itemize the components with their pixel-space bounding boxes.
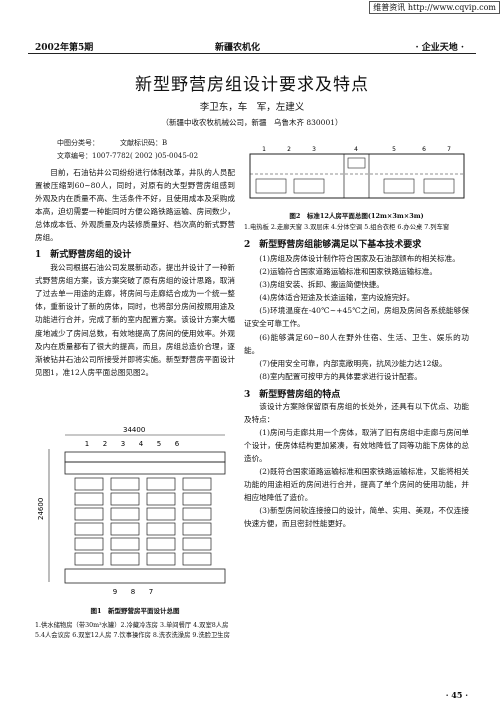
issue-label: 2002年第5期 (35, 43, 94, 53)
callout-number: 2 (103, 440, 107, 448)
article-number: 文章编号：1007-7782( 2002 )05-0045-02 (57, 152, 199, 160)
room-module (110, 507, 140, 521)
room-module (182, 552, 212, 566)
authors: 李卫东，车 军，左建义 (199, 102, 305, 113)
feature-item: (2)既符合国家道路运输标准和国家铁路运输标准，又能将相关功能的用途相近的房间进… (244, 466, 469, 503)
room-module (182, 477, 212, 491)
room-module (146, 507, 176, 521)
callout-number: 1 (262, 146, 266, 153)
figure-1: 34400 24600 1 2 3 4 5 6 9 8 7 图1 新型野营房平面设计总图 1.… (35, 424, 235, 662)
camp-layout-plan: 34400 24600 1 2 3 4 5 6 9 8 7 (37, 426, 226, 596)
source-watermark: 维普资讯 http://www.cqvip.com (369, 1, 500, 14)
callout-number: 5 (392, 146, 396, 153)
requirement-item: (7)使用安全可靠，内部宽敞明亮，抗风沙能力达12级。 (259, 358, 447, 368)
document-code: 文献标识码：B (120, 139, 168, 147)
room-module (146, 552, 176, 566)
figure-1-legend: 1.供水储物房（带30m³水罐）2.冷藏冷冻房 3.单间餐厅 4.双室8人房 5… (35, 622, 230, 639)
section-1-body: 我公司根据石油公司发展新动态，提出并设计了一种新式野营房组方案，该方案突破了原有… (35, 263, 235, 377)
section-3-heading: 3 新型野营房组的特点 (244, 389, 341, 400)
intro-paragraph: 目前，石油钻井公司纷纷进行体制改革，井队的人员配置被压缩到60~80人，同时，对… (35, 168, 235, 243)
callout-number: 8 (131, 588, 135, 596)
room-module (74, 492, 104, 506)
room-module (182, 522, 212, 536)
room-module (110, 477, 140, 491)
room-module (110, 552, 140, 566)
room-plan-12-person: 1 2 3 4 5 6 7 (249, 146, 465, 199)
section-3-intro: 该设计方案除保留原有房组的长处外，还具有以下优点、功能及特点： (244, 401, 469, 424)
room-module (110, 537, 140, 551)
room-module (74, 507, 104, 521)
requirement-item: (2)运输符合国家道路运输标准和国家铁路运输标准。 (259, 267, 438, 277)
callout-number: 7 (149, 588, 153, 596)
article-title: 新型野营房组设计要求及特点 (135, 75, 369, 95)
room-module (74, 522, 104, 536)
page-number: · 45 · (445, 690, 468, 700)
room-module (110, 492, 140, 506)
left-column: 目前，石油钻井公司纷纷进行体制改革，井队的人员配置被压缩到60~80人，同时，对… (35, 166, 235, 379)
room-module (74, 477, 104, 491)
requirement-item: (5)环境温度在-40℃~+45℃之间，房组及房间各系统能够保证安全可靠工作。 (244, 306, 469, 329)
header-rule (28, 53, 476, 54)
requirement-item: (1)房组及房体设计制作符合国家及石油部颁布的相关标准。 (259, 254, 460, 264)
callout-number: 9 (113, 588, 117, 596)
room-module (182, 537, 212, 551)
figure-2-legend: 1.电热板 2.走廊天窗 3.双层床 4.分体空调 5.组合衣柜 6.办公桌 7… (244, 224, 450, 231)
section-label: · 企业天地 · (415, 43, 464, 53)
callout-number: 7 (447, 146, 451, 153)
fig1-height-dim: 24600 (37, 498, 45, 520)
room-module (146, 492, 176, 506)
requirement-item: (6)能够满足60~80人在野外住宿、生活、卫生、娱乐的功能。 (244, 332, 469, 355)
figure-1-caption: 图1 新型野营房平面设计总图 (90, 607, 180, 615)
section-2-list: (1)房组及房体设计制作符合国家及石油部颁布的相关标准。 (2)运输符合国家道路运… (244, 252, 469, 382)
room-module (182, 507, 212, 521)
room-module (74, 552, 104, 566)
callout-number: 6 (175, 440, 180, 448)
callout-number: 5 (157, 440, 161, 448)
callout-number: 4 (354, 146, 358, 153)
room-module (146, 537, 176, 551)
affiliation: （新疆中收农牧机械公司，新疆 乌鲁木齐 830001） (161, 118, 343, 127)
callout-number: 3 (312, 146, 316, 153)
room-module (74, 537, 104, 551)
requirement-item: (3)房组安装、拆卸、搬运简便快捷。 (259, 280, 384, 290)
room-module (146, 522, 176, 536)
callout-number: 3 (121, 440, 125, 448)
journal-name: 新疆农机化 (215, 43, 261, 53)
callout-number: 1 (85, 440, 89, 448)
requirement-item: (4)房体适合短途及长途运输，室内设施完好。 (259, 293, 415, 303)
right-column: 1 2 3 4 5 6 7 图2 标准12人房平面总图(12m×3m×3m) 1.电热板 2… (244, 144, 469, 530)
section-2-heading: 2 新型野营房组能够满足以下基本技术要求 (244, 239, 422, 250)
section-3-list: (1)房间与走廊共用一个房体，取消了旧有房组中走廊与房间单个设计，使房体结构更加… (244, 426, 469, 530)
section-1-heading: 1 新式野营房组的设计 (35, 250, 132, 261)
clc-number: 中图分类号： (57, 139, 99, 147)
feature-item: (3)新型房间软连接接口的设计，简单、实用、美观，不仅连接快速方便，而且密封性能… (244, 506, 469, 529)
room-module (182, 492, 212, 506)
callout-number: 6 (422, 146, 426, 153)
callout-number: 2 (287, 146, 291, 153)
requirement-item: (8)室内配置可按甲方的具体要求进行设计配套。 (259, 371, 422, 381)
callout-number: 4 (139, 440, 144, 448)
feature-item: (1)房间与走廊共用一个房体，取消了旧有房组中走廊与房间单个设计，使房体结构更加… (244, 427, 469, 463)
room-module (146, 477, 176, 491)
figure-2-caption: 图2 标准12人房平面总图(12m×3m×3m) (289, 212, 424, 220)
fig1-width-dim: 34400 (123, 426, 145, 434)
room-module (110, 522, 140, 536)
